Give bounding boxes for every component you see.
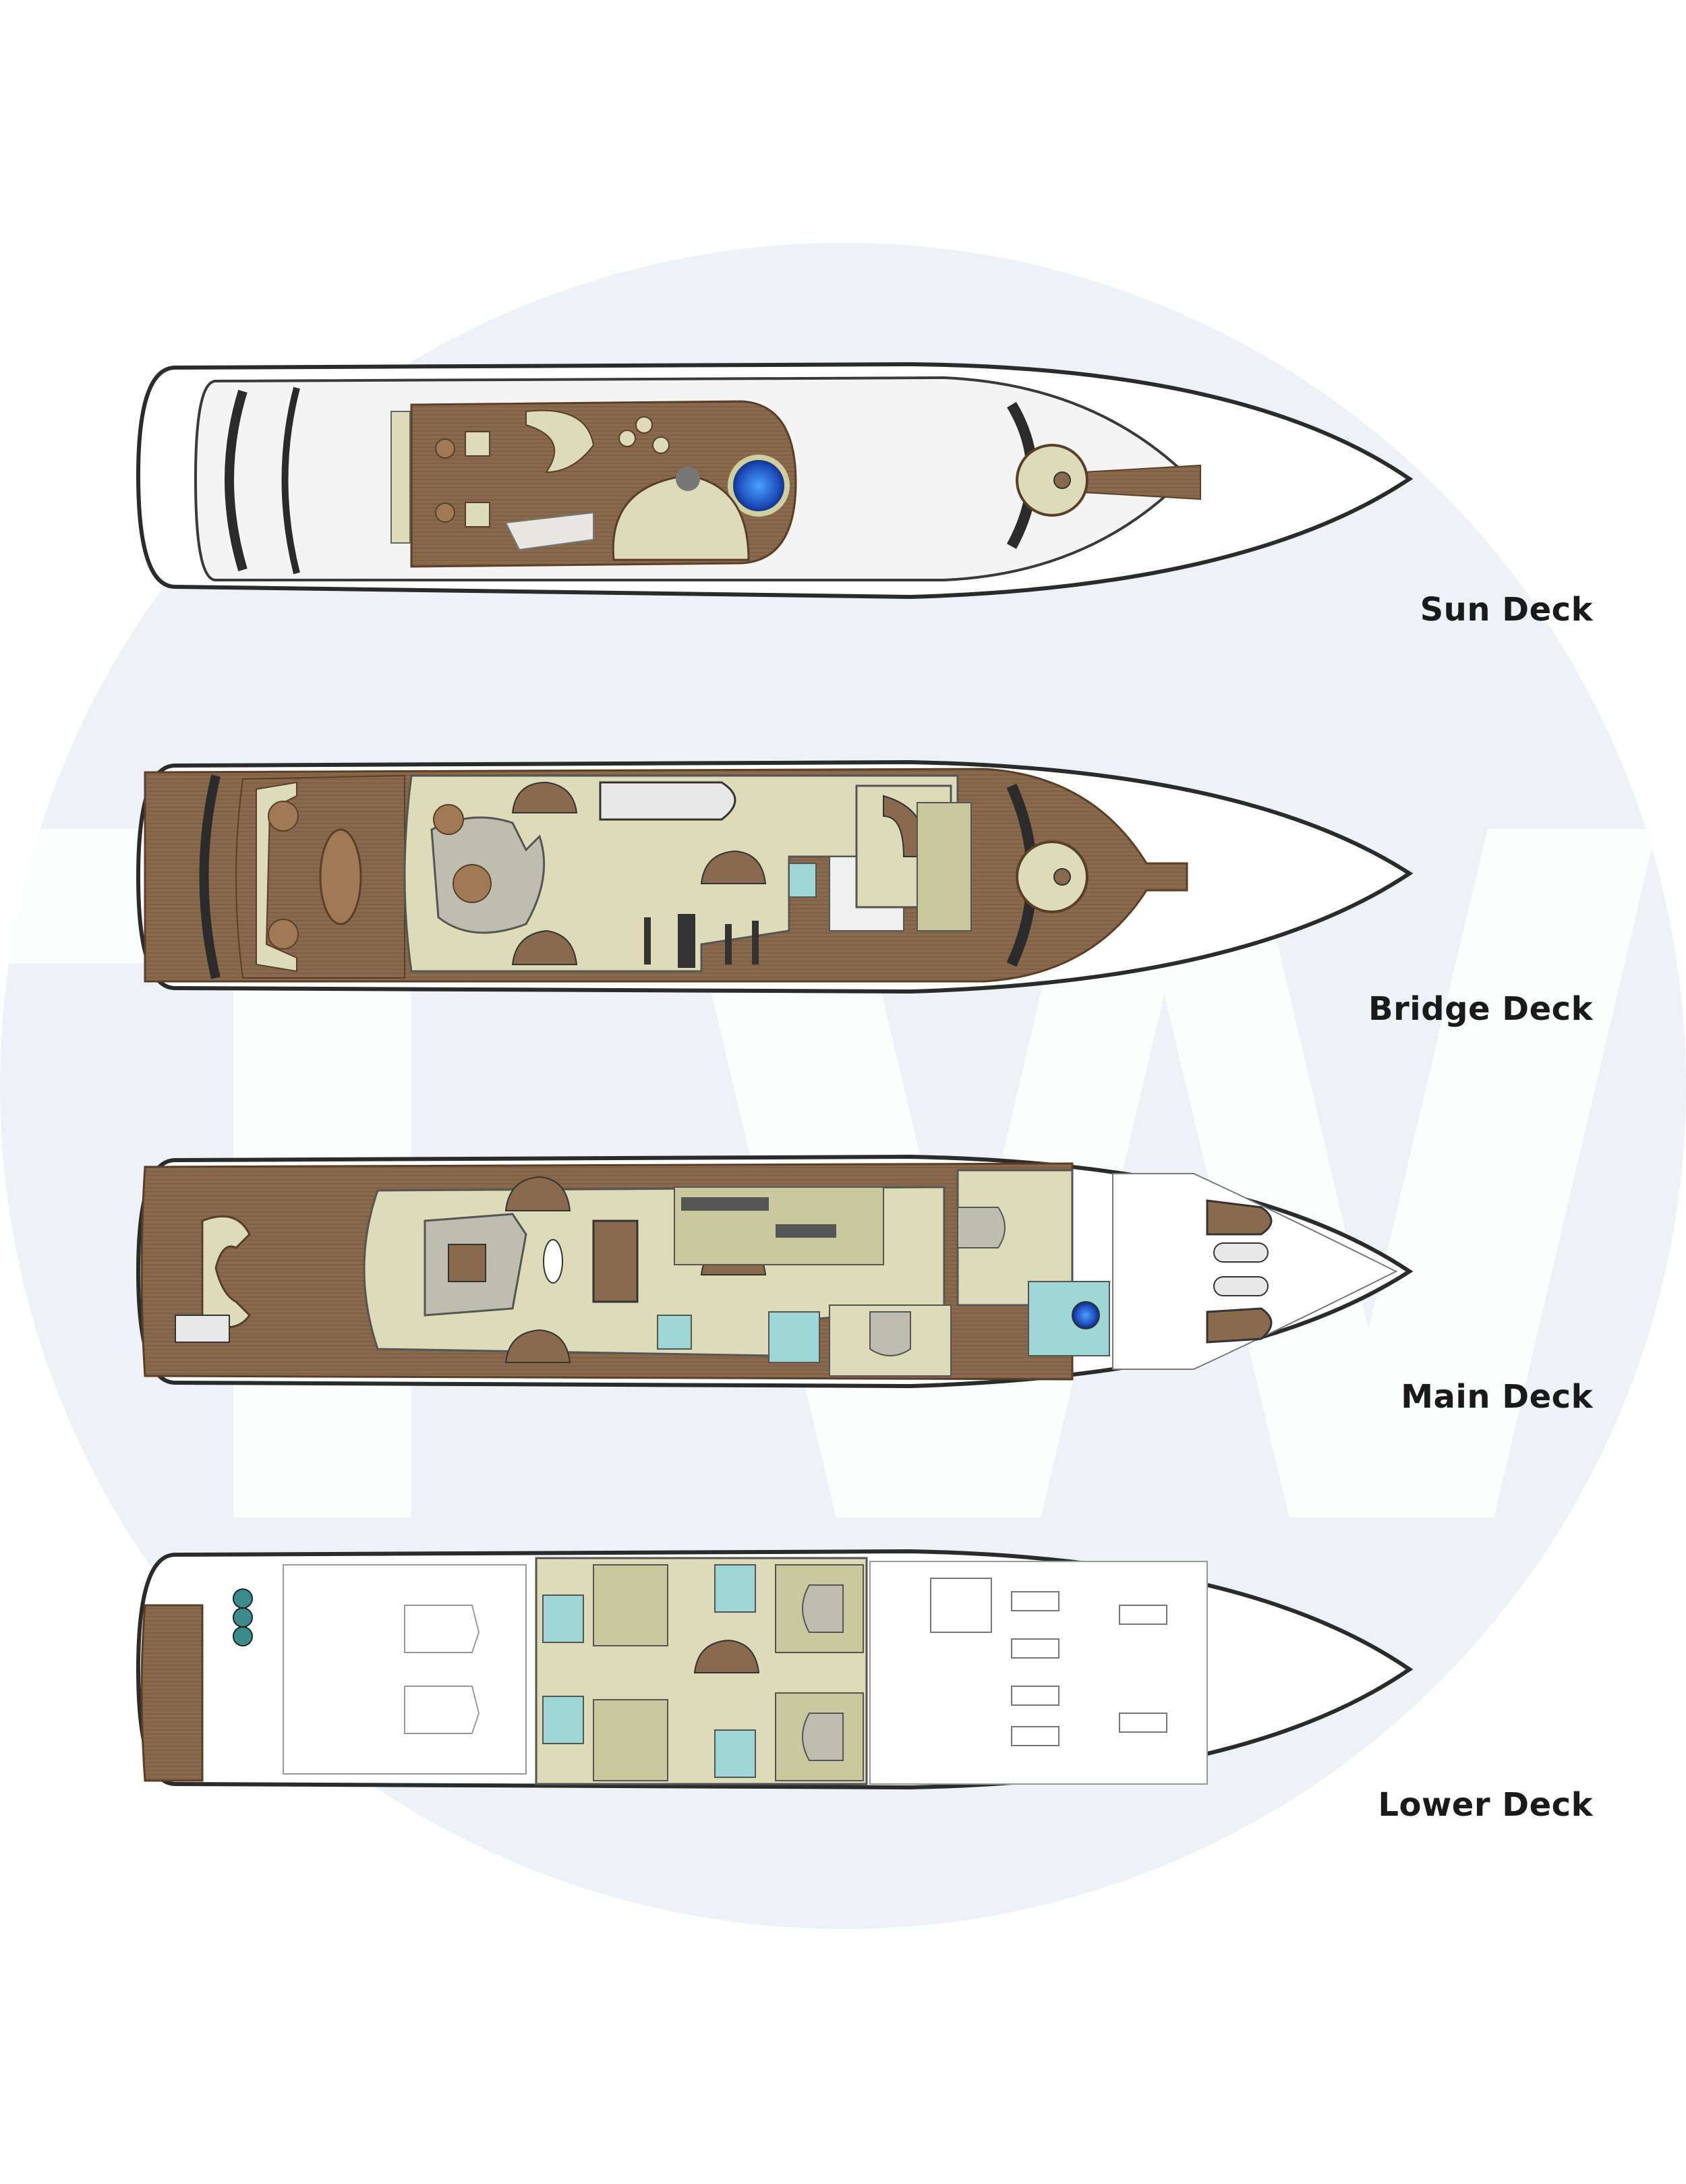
table-icon [268, 919, 299, 950]
seat-icon [652, 436, 670, 454]
jet-ski-icon [1213, 1276, 1269, 1296]
spiral-stair-icon [511, 781, 578, 813]
chair-icon [465, 431, 490, 457]
spiral-stair-icon [511, 929, 578, 965]
main-deck-plan [136, 1154, 1414, 1389]
jacuzzi-icon [1072, 1301, 1100, 1329]
mast-seat-icon [1016, 840, 1088, 913]
lower-deck-label: Lower Deck [1378, 1786, 1593, 1824]
mast-icon [1053, 868, 1071, 886]
engine-room [283, 1564, 527, 1775]
spiral-stair-icon [693, 1639, 760, 1673]
tender-icon [599, 781, 736, 821]
spiral-stair-icon [504, 1329, 571, 1363]
main-deck-label: Main Deck [1401, 1378, 1593, 1416]
table-icon [453, 864, 492, 903]
lower-deck-swim-platform [140, 1604, 204, 1782]
dining-table-icon [319, 828, 362, 925]
foredeck-area [1112, 1173, 1398, 1370]
bridge-deck-label: Bridge Deck [1368, 990, 1593, 1028]
bed-icon [957, 1207, 1006, 1248]
crew-bunk-icon [1119, 1713, 1167, 1733]
guest-cabin [593, 1699, 668, 1781]
crew-bunk-icon [1011, 1686, 1059, 1706]
crew-bunk-icon [1011, 1591, 1059, 1611]
bed-icon [802, 1713, 844, 1761]
bar-icon [543, 1239, 563, 1284]
spiral-stair-icon [504, 1176, 571, 1211]
gym-equipment-icon [644, 917, 651, 965]
sun-deck-plan [136, 362, 1414, 600]
bathroom-tile [788, 863, 817, 898]
pool-icon [728, 455, 790, 517]
bathroom-tile [542, 1594, 584, 1643]
table-icon [435, 502, 455, 523]
gym-equipment-icon [725, 924, 732, 965]
gym-equipment-icon [678, 914, 695, 968]
guest-cabin [593, 1564, 668, 1646]
main-aft-seat-icon [201, 1215, 251, 1329]
aft-sofa-icon [256, 781, 297, 973]
stair-core [676, 467, 700, 491]
crew-bunk-icon [1119, 1605, 1167, 1625]
dining-table-icon [592, 1219, 639, 1303]
bathroom-tile [542, 1696, 584, 1744]
bed-icon [802, 1584, 844, 1633]
seat-icon [618, 430, 636, 447]
sun-deck-bar [390, 411, 411, 544]
crew-bunk-icon [1011, 1638, 1059, 1659]
gym-equipment-icon [752, 921, 759, 965]
crew-bunk-icon [1011, 1726, 1059, 1746]
bridge-saloon-interior [403, 774, 959, 973]
lounge-seat-icon [525, 409, 595, 473]
seat-icon [635, 416, 653, 434]
crew-area [869, 1561, 1208, 1785]
watermark-circle [0, 243, 1686, 1929]
table-icon [268, 801, 299, 832]
bathroom-tile [657, 1315, 692, 1350]
bridge-deck-plan [136, 759, 1414, 994]
sun-deck-aft-curve [281, 386, 300, 575]
lower-deck-plan [136, 1549, 1414, 1790]
table-icon [435, 438, 455, 459]
engine-icon [404, 1686, 480, 1734]
bathroom-tile [768, 1311, 820, 1363]
mast-seat-icon [1016, 444, 1088, 517]
bathroom-tile [714, 1564, 756, 1613]
galley-counter [776, 1224, 836, 1238]
galley-counter [681, 1197, 769, 1211]
spiral-stair-icon [700, 850, 767, 884]
jet-ski-icon [1213, 1242, 1269, 1263]
crew-mess [930, 1578, 992, 1633]
mast-icon [1053, 471, 1071, 489]
chair-icon [465, 502, 490, 527]
seabob-icon [233, 1588, 253, 1609]
bridge-aft-curve [199, 774, 221, 979]
bed-icon [869, 1311, 911, 1356]
table-icon [433, 804, 464, 835]
tender-icon [1206, 1307, 1273, 1344]
seabob-icon [233, 1607, 253, 1628]
engine-icon [404, 1605, 480, 1653]
boarding-stairs-icon [175, 1315, 230, 1343]
sun-deck-label: Sun Deck [1420, 591, 1593, 629]
tender-icon [1206, 1199, 1273, 1236]
seabob-icon [233, 1626, 253, 1646]
bathroom-tile [714, 1729, 756, 1778]
captain-cabin [917, 802, 972, 931]
daybed-icon [504, 511, 594, 551]
coffee-table-icon [448, 1244, 486, 1282]
sun-deck-aft-curve [225, 389, 248, 571]
